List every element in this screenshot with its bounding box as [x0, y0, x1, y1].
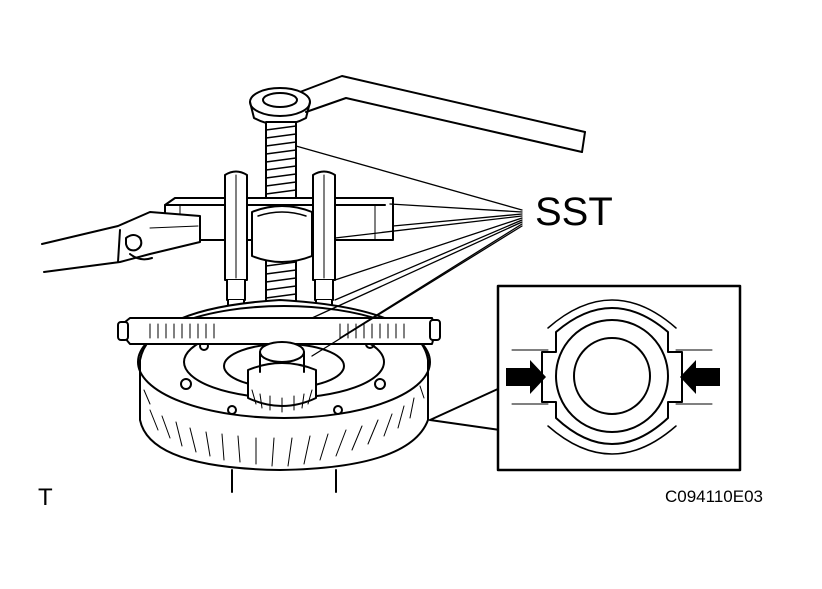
- bearing: [247, 341, 317, 413]
- center-nut: [251, 205, 313, 263]
- clamp-bar: [117, 317, 441, 345]
- sst-leader-lines: [295, 145, 523, 357]
- inset-race-detail: [511, 299, 713, 455]
- sst-label: SST: [535, 190, 613, 234]
- arrow-icon: [506, 360, 720, 394]
- adjustable-wrench: [41, 211, 201, 273]
- corner-mark: T: [38, 484, 53, 511]
- wrench-handle: [249, 75, 586, 153]
- figure-code: C094110E03: [665, 487, 763, 506]
